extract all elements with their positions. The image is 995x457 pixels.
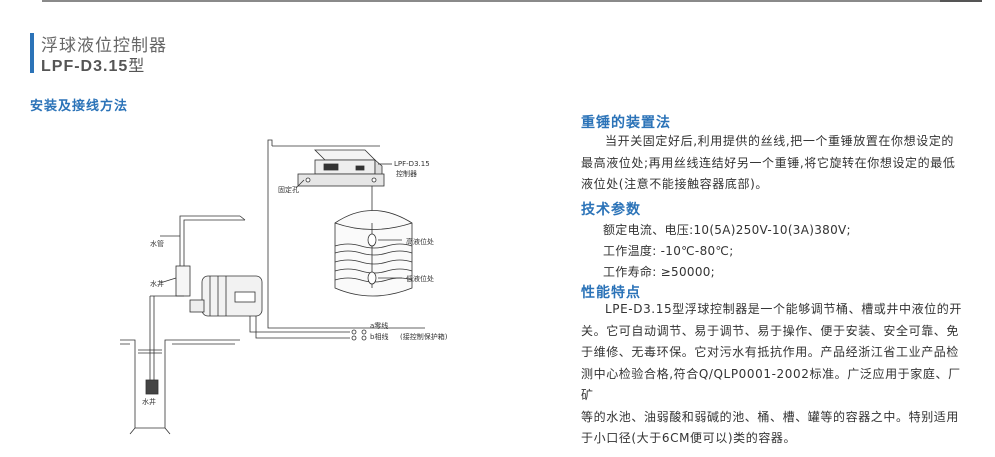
features-line: 测中心检验合格,符合Q/QLP0001-2002标准。广泛应用于家庭、厂矿 [581, 366, 961, 403]
weight-heading: 重锤的装置法 [581, 115, 671, 131]
spec-lifetime: 工作寿命: ≥50000; [603, 265, 716, 279]
top-rule [42, 0, 982, 2]
label-wire-b: b相线 [370, 332, 388, 341]
installation-diagram: LPF-D3.15 控制器 固定孔 水管 水井 高液位处 低液位处 a零线 b相… [120, 139, 448, 435]
features-line: 关。它可自动调节、易于调节、易于操作、便于安装、安全可靠、免 [581, 323, 960, 338]
label-well-bottom: 水井 [142, 397, 156, 406]
weight-line: 液位处(注意不能接触容器底部)。 [581, 177, 768, 191]
features-paragraph: LPE-D3.15型浮球控制器是一个能够调节桶、槽或井中液位的开 关。它可自动调… [581, 299, 973, 450]
install-heading: 安装及接线方法 [30, 99, 129, 114]
pump [159, 265, 263, 317]
title-accent-bar [30, 33, 34, 73]
features-heading: 性能特点 [581, 285, 641, 301]
label-fixing-hole: 固定孔 [278, 185, 299, 194]
features-line: 等的水池、油弱酸和弱碱的池、桶、槽、罐等的容器之中。特别适用 [581, 409, 960, 424]
spec-rating: 额定电流、电压:10(5A)250V-10(3A)380V; [603, 223, 851, 237]
label-well-top: 水井 [150, 279, 164, 288]
tank [334, 210, 413, 297]
weight-line: 当开关固定好后,利用提供的丝线,把一个重锤放置在你想设定的 [605, 134, 955, 148]
model-suffix: 型 [128, 58, 146, 75]
well [120, 295, 240, 435]
model-title: LPF-D3.15型 [41, 52, 145, 76]
features-line: 于维修、无毒环保。它对污水有抵抗作用。产品经浙江省工业产品检 [581, 345, 960, 359]
tech-heading: 技术参数 [581, 202, 641, 218]
page-title: 浮球液位控制器 [41, 36, 167, 56]
weight-line: 最高液位处;再用丝线连结好另一个重锤,将它旋转在你想设定的最低 [581, 155, 956, 170]
model-number: LPF-D3.15 [41, 58, 129, 75]
label-protect-box: (接控制保护箱) [400, 332, 448, 341]
label-low-level: 低液位处 [406, 274, 434, 283]
label-controller: LPF-D3.15 [394, 160, 430, 168]
features-line: LPE-D3.15型浮球控制器是一个能够调节桶、槽或井中液位的开 [605, 302, 962, 316]
controller-box [297, 149, 385, 187]
label-high-level: 高液位处 [406, 237, 434, 246]
weight-paragraph: 当开关固定好后,利用提供的丝线,把一个重锤放置在你想设定的 最高液位处;再用丝线… [581, 131, 973, 196]
label-controller-sub: 控制器 [396, 169, 417, 178]
water-pipe [179, 215, 240, 266]
label-wire-a: a零线 [370, 321, 388, 330]
spec-temperature: 工作温度: -10℃-80℃; [603, 244, 734, 258]
top-rule-accent [940, 0, 982, 2]
features-line: 于小口径(大于6CM便可以)类的容器。 [581, 431, 797, 445]
control-wire [267, 139, 425, 329]
label-water-pipe: 水管 [150, 239, 164, 248]
